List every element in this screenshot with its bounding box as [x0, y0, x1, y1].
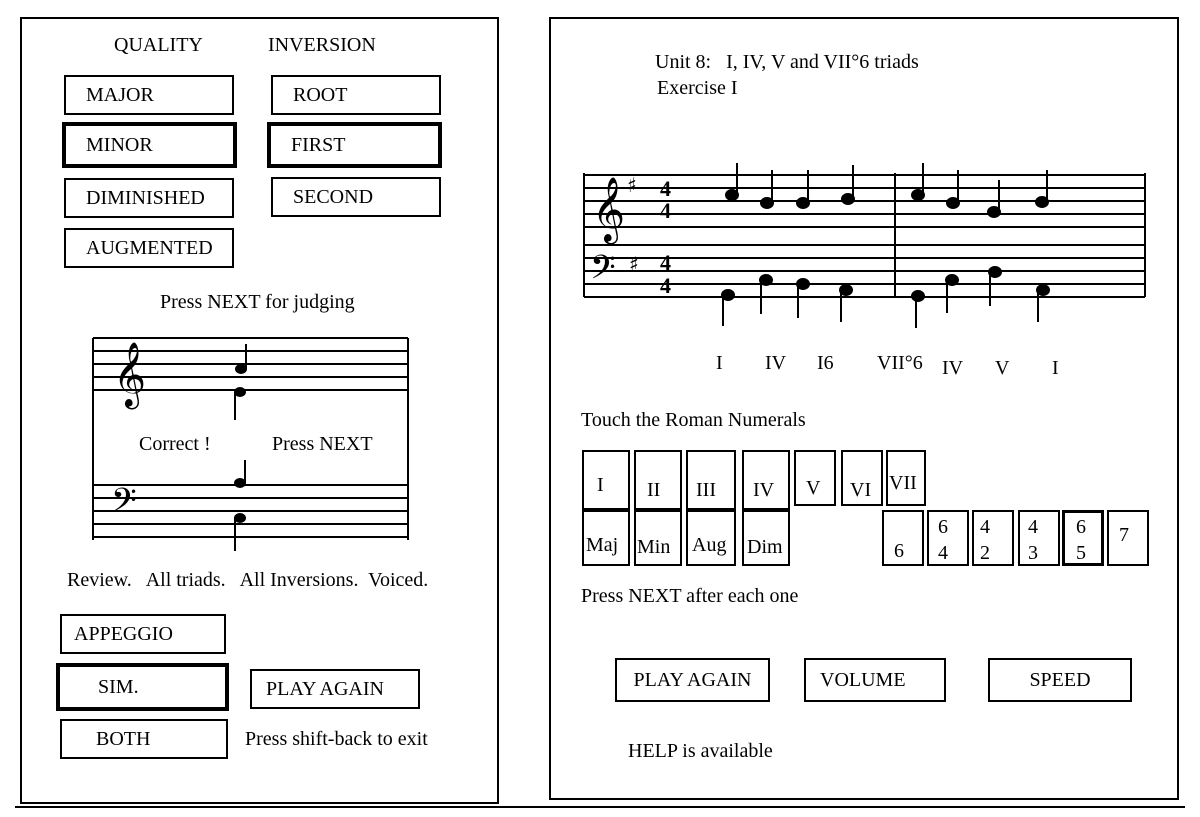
volume-button[interactable]: VOLUME	[804, 658, 946, 702]
inversion-first-button[interactable]: FIRST	[267, 122, 442, 168]
inversion-root-button[interactable]: ROOT	[271, 75, 441, 115]
bottom-rule	[15, 806, 1185, 808]
play-again-button-right[interactable]: PLAY AGAIN	[615, 658, 770, 702]
roman-numeral-label: I	[1052, 357, 1059, 379]
numeral-key-iv[interactable]: IV	[742, 450, 790, 510]
sim-button[interactable]: SIM.	[56, 663, 229, 711]
sharp-icon: ♯	[629, 252, 639, 276]
quality-minor-button[interactable]: MINOR	[62, 122, 237, 168]
quality-key-maj[interactable]: Maj	[582, 510, 630, 566]
numeral-key-iii[interactable]: III	[686, 450, 736, 510]
roman-numeral-label: VII°6	[877, 352, 923, 374]
figure-key-65[interactable]: 6 5	[1062, 510, 1104, 566]
inversion-second-button[interactable]: SECOND	[271, 177, 441, 217]
quality-augmented-button[interactable]: AUGMENTED	[64, 228, 234, 268]
speed-button[interactable]: SPEED	[988, 658, 1132, 702]
bass-clef-icon: 𝄢	[111, 482, 137, 528]
svg-text:4: 4	[660, 273, 671, 298]
figure-key-7[interactable]: 7	[1107, 510, 1149, 566]
next-after-each-prompt: Press NEXT after each one	[581, 585, 799, 607]
both-button[interactable]: BOTH	[60, 719, 228, 759]
svg-text:4: 4	[660, 198, 671, 223]
quality-key-aug[interactable]: Aug	[686, 510, 736, 566]
figure-key-6[interactable]: 6	[882, 510, 924, 566]
bass-clef-icon: 𝄢	[590, 249, 616, 295]
roman-numeral-label: IV	[942, 357, 964, 379]
quality-diminished-button[interactable]: DIMINISHED	[64, 178, 234, 218]
roman-numeral-label: I	[716, 352, 723, 374]
quality-key-dim[interactable]: Dim	[742, 510, 790, 566]
numeral-key-vii[interactable]: VII	[886, 450, 926, 506]
quarter-note-icon	[234, 387, 246, 420]
review-text: Review. All triads. All Inversions. Voic…	[67, 569, 429, 591]
figure-key-64[interactable]: 6 4	[927, 510, 969, 566]
feedback-text: Correct !	[137, 433, 213, 456]
svg-text:4: 4	[660, 176, 671, 201]
quarter-note-icon	[235, 344, 247, 374]
appeggio-button[interactable]: APPEGGIO	[60, 614, 226, 654]
help-text: HELP is available	[628, 740, 773, 762]
touch-prompt: Touch the Roman Numerals	[581, 409, 806, 431]
quality-heading: QUALITY	[114, 34, 203, 56]
exit-hint: Press shift-back to exit	[245, 728, 428, 750]
roman-numeral-label: V	[995, 357, 1010, 379]
judging-prompt: Press NEXT for judging	[160, 291, 355, 313]
treble-clef-icon: 𝄞	[113, 342, 146, 409]
svg-text:4: 4	[660, 250, 671, 275]
quality-major-button[interactable]: MAJOR	[64, 75, 234, 115]
treble-clef-icon: 𝄞	[592, 177, 625, 244]
inversion-heading: INVERSION	[268, 34, 376, 56]
figure-key-42[interactable]: 4 2	[972, 510, 1014, 566]
numeral-key-v[interactable]: V	[794, 450, 836, 506]
sharp-icon: ♯	[627, 173, 637, 197]
figure-key-43[interactable]: 4 3	[1018, 510, 1060, 566]
numeral-key-vi[interactable]: VI	[841, 450, 883, 506]
quarter-note-icon	[234, 460, 246, 488]
numeral-key-ii[interactable]: II	[634, 450, 682, 510]
unit-title: Unit 8: I, IV, V and VII°6 triads	[655, 51, 919, 73]
play-again-button[interactable]: PLAY AGAIN	[250, 669, 420, 709]
exercise-label: Exercise I	[657, 77, 738, 99]
quarter-note-icon	[234, 513, 246, 551]
roman-numeral-label: IV	[765, 352, 787, 374]
roman-numeral-label: I6	[817, 352, 834, 374]
numeral-key-i[interactable]: I	[582, 450, 630, 510]
next-prompt: Press NEXT	[270, 433, 375, 456]
quality-key-min[interactable]: Min	[634, 510, 682, 566]
